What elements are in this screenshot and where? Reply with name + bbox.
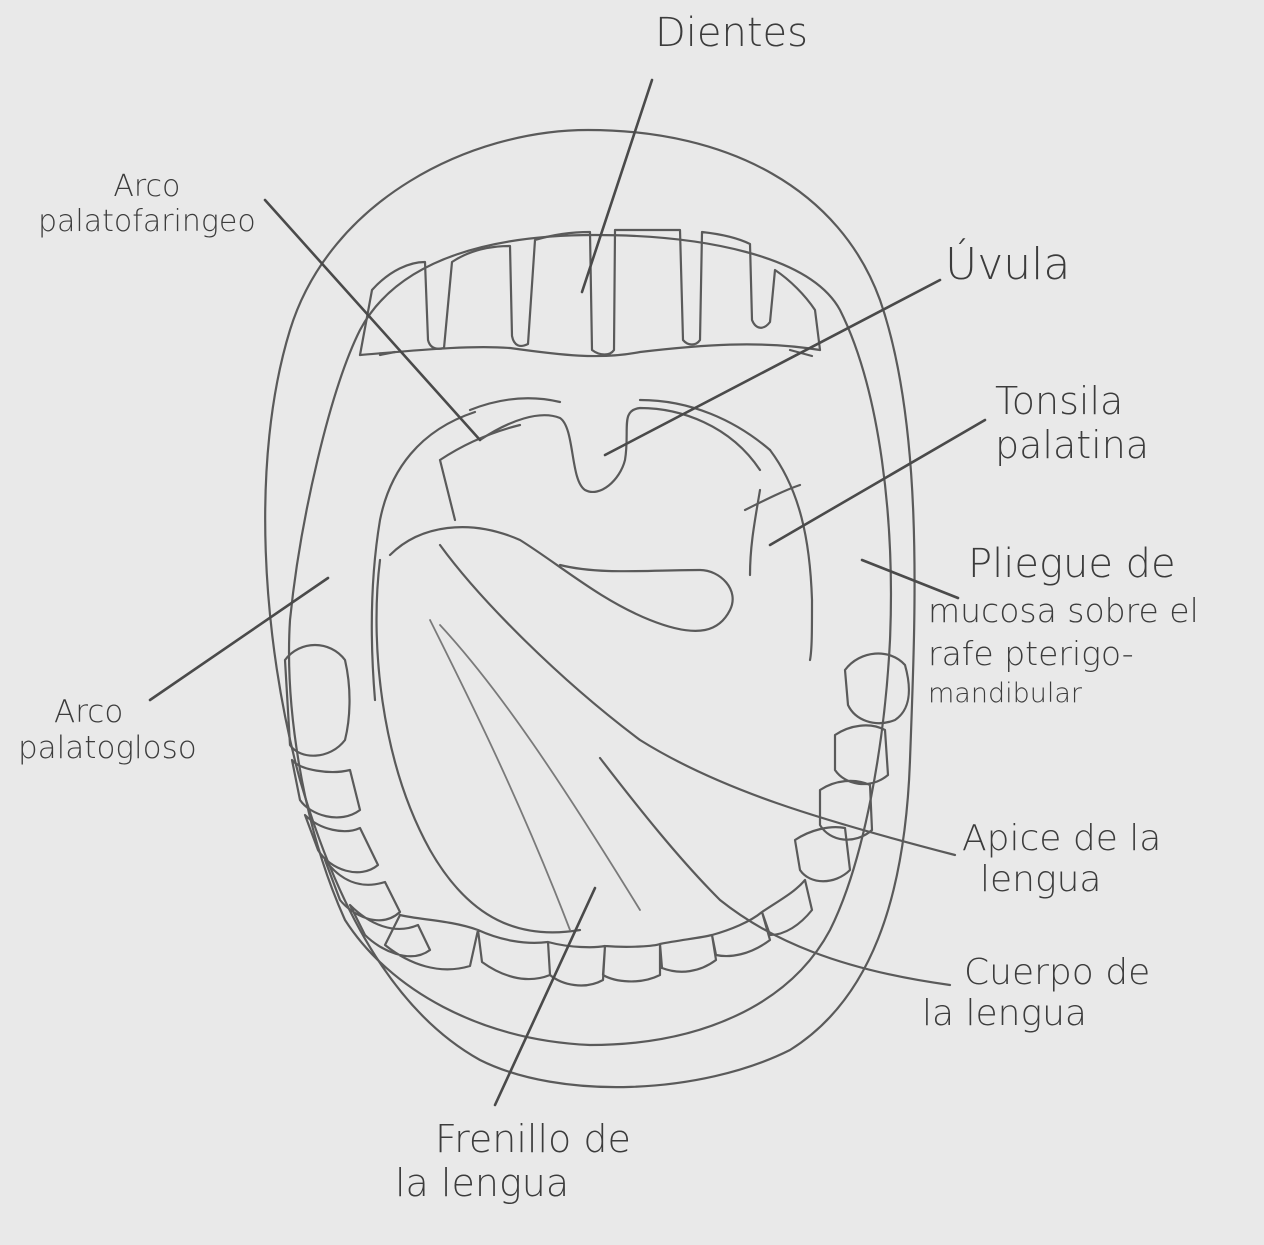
- label-apice: Apice de la lengua: [962, 818, 1161, 901]
- tongue-outline: [390, 527, 733, 631]
- leader-dientes: [582, 80, 652, 292]
- pharynx-outline: [372, 412, 812, 700]
- upper-teeth: [360, 230, 820, 355]
- label-cuerpo: Cuerpo de la lengua: [922, 952, 1150, 1035]
- label-pliegue: Pliegue de mucosa sobre el rafe pterigo-…: [928, 538, 1199, 711]
- label-dientes: Dientes: [655, 10, 808, 56]
- leader-arco-palatofaringeo: [265, 200, 480, 440]
- label-uvula: Úvula: [945, 240, 1070, 291]
- label-frenillo: Frenillo de la lengua: [395, 1118, 631, 1205]
- leader-frenillo: [495, 888, 595, 1105]
- label-tonsila-palatina: Tonsila palatina: [995, 380, 1149, 467]
- uvula-shape: [480, 408, 760, 492]
- label-arco-palatofaringeo: Arco palatofaringeo: [38, 170, 256, 239]
- leader-arco-palatogloso: [150, 578, 328, 700]
- label-arco-palatogloso: Arco palatogloso: [18, 695, 197, 766]
- frenulum-lines: [430, 620, 640, 930]
